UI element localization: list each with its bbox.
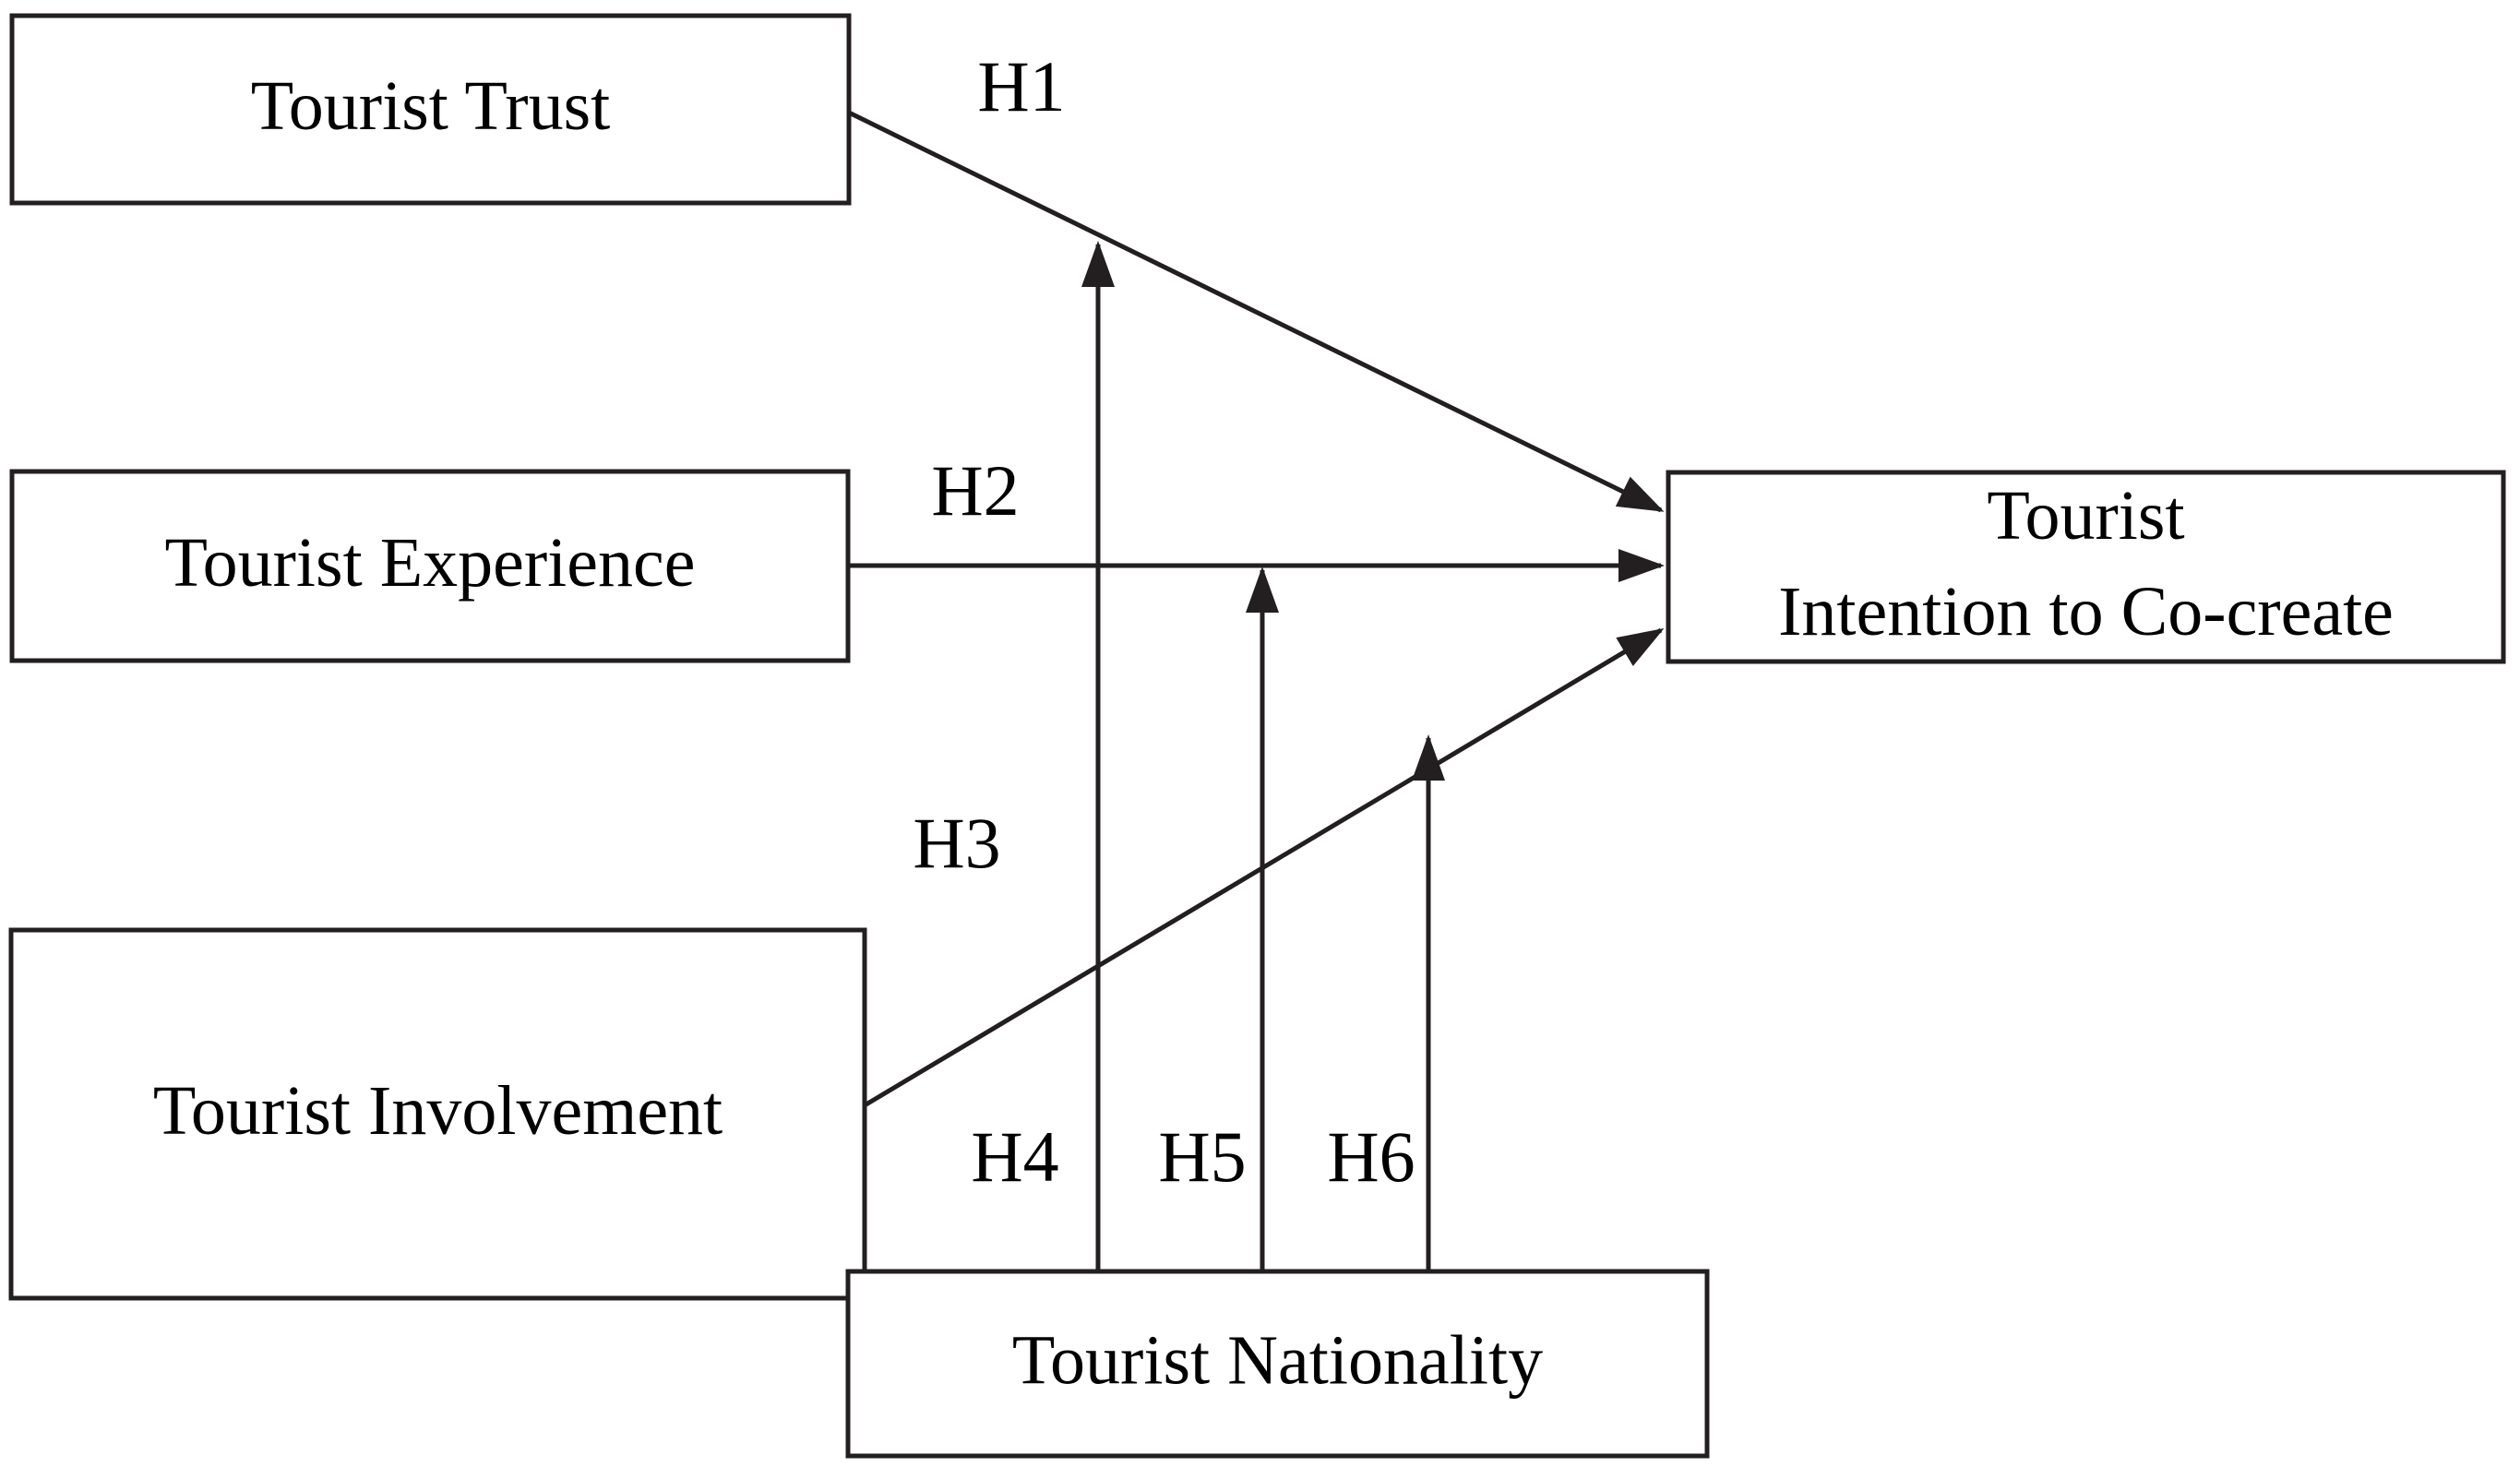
node-box-tourist-nationality	[845, 1269, 1710, 1459]
node-label-tourist-trust: Tourist Trust	[251, 67, 611, 145]
hypothesis-paths	[847, 110, 1666, 1271]
node-tourist-intention: Tourist Intention to Co-create	[1666, 470, 2506, 664]
node-label-tourist-nationality: Tourist Nationality	[1012, 1321, 1543, 1399]
construct-nodes: Tourist Trust Tourist Experience Tourist…	[8, 13, 2506, 1459]
node-label-tourist-intention-line2: Intention to Co-create	[1778, 573, 2394, 650]
node-tourist-experience: Tourist Experience	[9, 469, 851, 663]
node-label-tourist-intention-line1: Tourist	[1987, 477, 2184, 555]
hypothesis-label-h5: H5	[1158, 1116, 1246, 1197]
hypothesis-label-h6: H6	[1327, 1116, 1415, 1197]
node-tourist-involvement: Tourist Involvement	[8, 927, 867, 1301]
hypothesis-label-h2: H2	[931, 450, 1019, 531]
node-label-tourist-involvement: Tourist Involvement	[153, 1072, 723, 1150]
node-label-tourist-experience: Tourist Experience	[164, 524, 695, 602]
node-box-tourist-intention	[1666, 470, 2506, 664]
node-box-tourist-experience	[9, 469, 851, 663]
hypothesis-labels: H1 H2 H3 H4 H5 H6	[913, 46, 1415, 1197]
hypothesis-label-h1: H1	[977, 46, 1065, 126]
hypothesis-label-h3: H3	[913, 803, 1000, 883]
node-tourist-trust: Tourist Trust	[9, 13, 852, 206]
node-box-tourist-involvement	[8, 927, 867, 1301]
node-tourist-nationality: Tourist Nationality	[845, 1269, 1710, 1459]
path-h1	[847, 110, 1665, 513]
hypothesis-label-h4: H4	[971, 1116, 1058, 1197]
node-box-tourist-trust	[9, 13, 852, 206]
